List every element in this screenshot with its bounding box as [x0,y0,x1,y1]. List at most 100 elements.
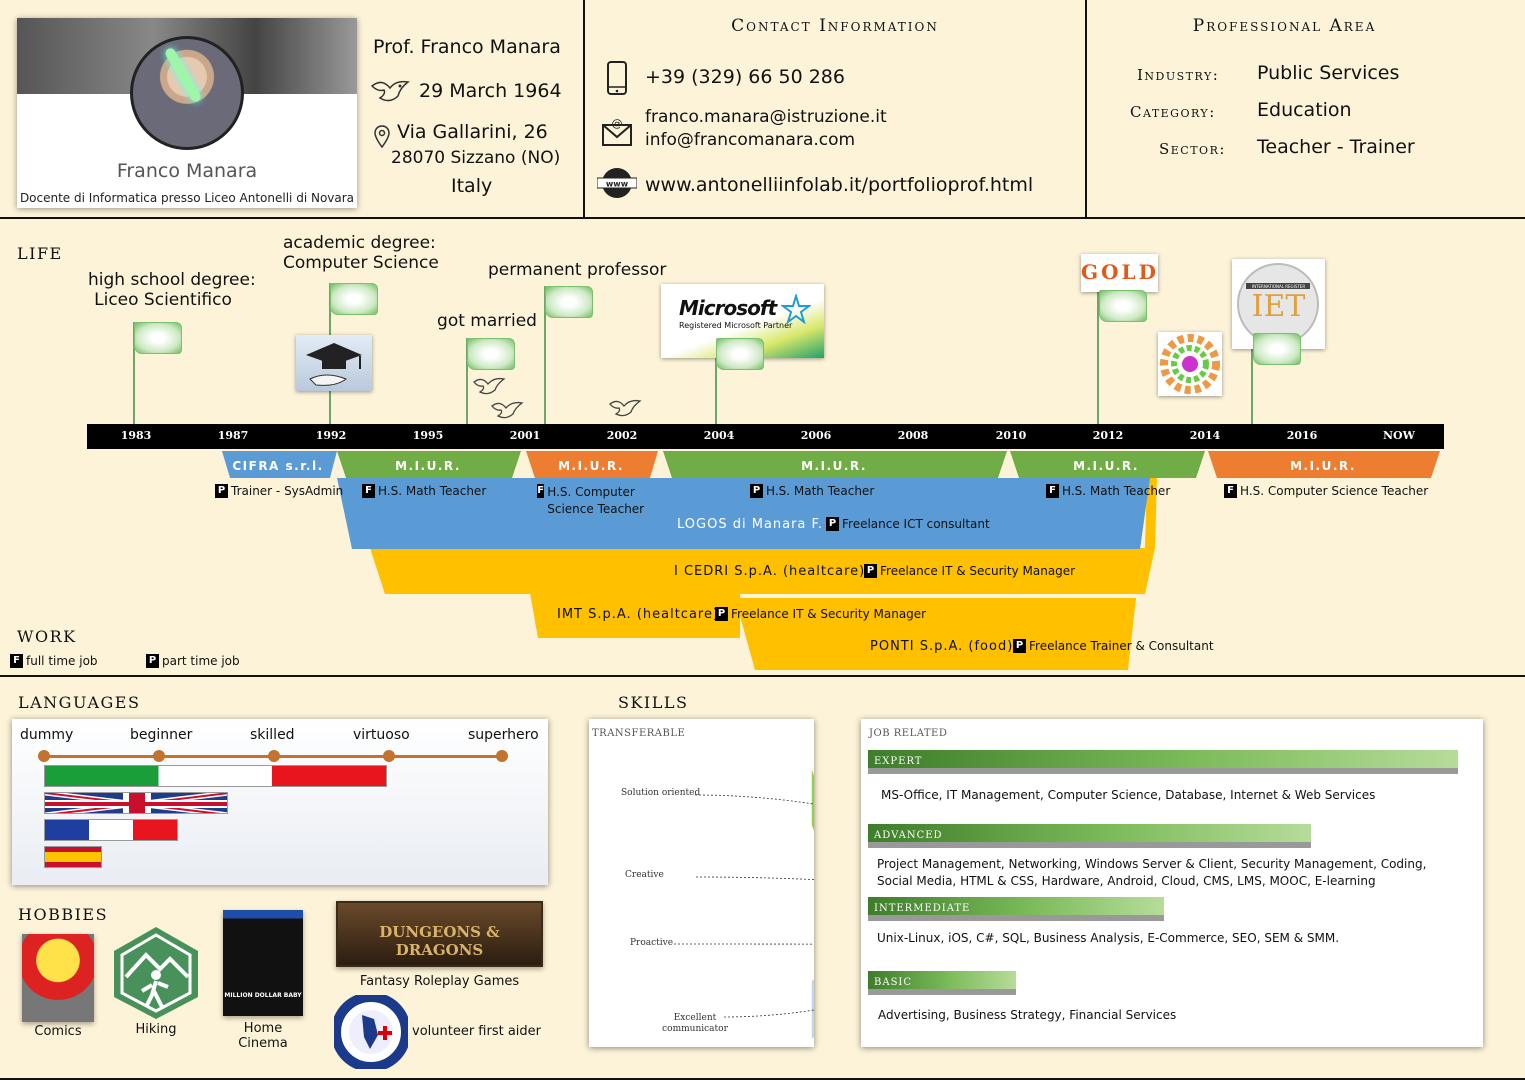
level-dummy: dummy [20,727,74,743]
languages-title: LANGUAGES [18,693,141,712]
hobby-comics: Comics [34,1024,82,1039]
email-icon: @ [602,117,632,146]
industry-value: Public Services [1257,62,1400,84]
french-flag [44,819,178,841]
donut-slice-3 [810,977,814,1043]
event-got-married: got married [437,311,537,331]
gold-logo: GOLD [1081,254,1158,292]
category-value: Education [1257,99,1352,121]
dnd-logo: DUNGEONS & DRAGONS [336,901,543,967]
flag-pole-iet [1251,333,1253,424]
flag-pole-married [466,338,468,424]
profile-name: Franco Manara [116,160,258,182]
level-dot-1 [153,750,165,762]
phone-number[interactable]: +39 (329) 66 50 286 [645,66,845,88]
skill-level-expert: EXPERT [868,750,1458,774]
donut-label-solution: Solution oriented [621,788,701,798]
skills-advanced-text: Project Management, Networking, Windows … [877,857,1427,888]
professional-title: Professional Area [1192,16,1377,36]
company-icedri: I CEDRI S.p.A. (healtcare) [674,564,866,579]
level-skilled: skilled [250,727,295,743]
languages-panel: dummy beginner skilled virtuoso superher… [12,719,548,885]
phone-icon [607,61,627,95]
job-related-title: JOB RELATED [869,728,948,739]
dove-icon [370,80,410,102]
skills-basic-text: Advertising, Business Strategy, Financia… [878,1008,1177,1022]
profile-role: Docente di Informatica presso Liceo Anto… [19,191,355,205]
event-permanent-professor: permanent professor [488,260,667,280]
transferable-title: TRANSFERABLE [592,728,686,739]
band-miur-4: M.I.U.R. [1073,459,1139,473]
transferable-donut-chart [673,764,814,1043]
level-dot-0 [38,750,50,762]
company-ponti: PONTI S.p.A. (food) [870,639,1014,654]
work-divider [0,675,1525,677]
avatar [130,36,244,150]
dove-icon-married-2 [491,401,524,419]
italian-flag [44,765,387,787]
flag-pole-1983 [133,322,135,424]
event-academic-degree: academic degree:Computer Science [283,233,439,273]
flag-microsoft [716,338,764,370]
svg-text:www: www [606,180,629,189]
skills-title: SKILLS [618,693,689,712]
company-logos: LOGOS di Manara F. [677,517,824,532]
flag-pole-gold [1097,290,1099,424]
donut-leader-1 [695,876,814,880]
sector-value: Teacher - Trainer [1257,136,1415,158]
level-superhero: superhero [468,727,539,743]
flag-gold [1099,290,1147,322]
flag-pole-microsoft [715,338,717,424]
work-title: WORK [17,627,77,646]
flag-pole-professor [544,286,546,424]
skill-level-basic: BASIC [868,971,1016,995]
hobby-home-cinema: Home Cinema [238,1021,288,1051]
uk-flag [44,792,228,814]
donut-label-communicator: Excellent communicator [662,1013,728,1034]
dove-icon-married-1 [473,377,506,395]
hobby-hiking: Hiking [135,1022,177,1037]
country: Italy [451,175,493,197]
sector-label: Sector: [1159,140,1226,158]
flag-1992 [330,283,378,315]
profile-card: Franco Manara Docente di Informatica pre… [17,18,357,208]
hiking-icon [114,927,198,1019]
graduation-cap-icon [296,335,372,391]
email-secondary[interactable]: info@francomanara.com [645,130,856,150]
timeline-bar: 1983 1987 1992 1995 2001 2002 2004 2006 … [87,424,1444,449]
donut-label-proactive: Proactive [630,938,674,948]
skills-intermediate-text: Unix-Linux, iOS, C#, SQL, Business Analy… [877,931,1340,945]
home-cinema-icon: MILLION DOLLAR BABY [223,910,303,1016]
level-virtuoso: virtuoso [353,727,410,743]
donut-label-creative: Creative [625,870,664,880]
birth-date: 29 March 1964 [419,80,562,102]
flag-professor [545,286,593,318]
website-link[interactable]: www.antonelliinfolab.it/portfolioprof.ht… [645,174,1034,196]
company-imt: IMT S.p.A. (healtcare) [557,607,720,622]
skills-expert-text: MS-Office, IT Management, Computer Scien… [881,788,1376,802]
band-miur-5: M.I.U.R. [1290,459,1356,473]
address-line2: 28070 Sizzano (NO) [391,148,561,168]
level-dot-2 [268,750,280,762]
skill-level-advanced: ADVANCED [868,824,1311,848]
life-title: LIFE [17,244,63,263]
header-vdivider-2 [1085,0,1087,217]
flag-1983 [134,322,182,354]
email-primary[interactable]: franco.manara@istruzione.it [645,107,887,127]
header-vdivider-1 [583,0,585,217]
donut-leader-3 [723,1009,814,1018]
svg-text:@: @ [612,117,623,130]
address-line1: Via Gallarini, 26 [397,121,548,143]
